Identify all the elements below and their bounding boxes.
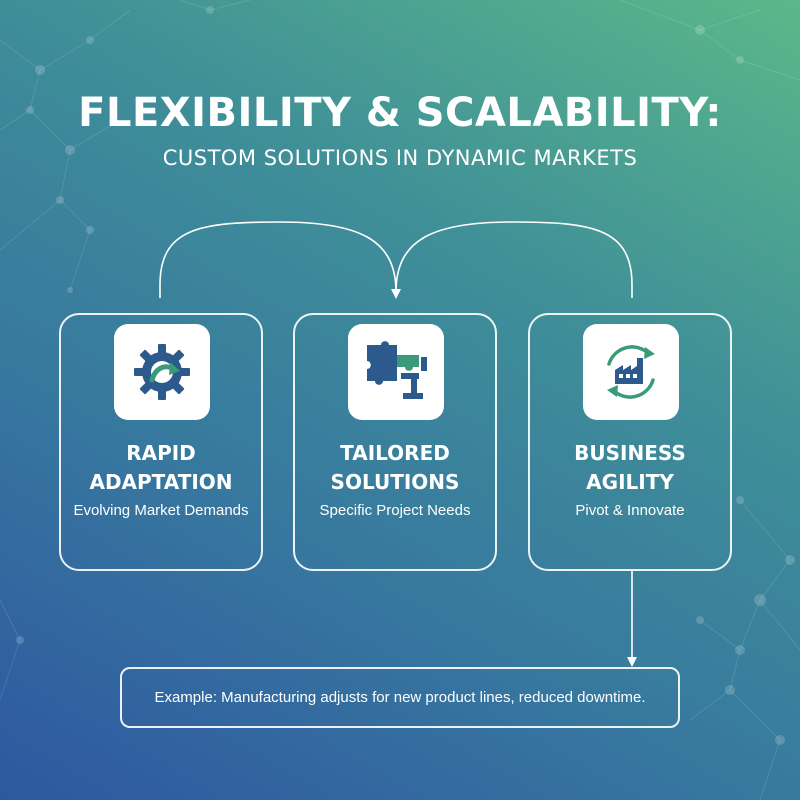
card-title-line1: RAPID	[126, 441, 196, 465]
page-title: FLEXIBILITY & SCALABILITY:	[78, 90, 722, 136]
card-subtitle: Evolving Market Demands	[73, 502, 249, 519]
card-title: BUSINESS AGILITY	[530, 439, 730, 497]
card-title-line1: TAILORED	[340, 441, 450, 465]
card-title-line2: SOLUTIONS	[330, 470, 460, 494]
card-title-line2: AGILITY	[586, 470, 674, 494]
card-subtitle: Specific Project Needs	[319, 502, 471, 519]
example-box: Example: Manufacturing adjusts for new p…	[120, 667, 680, 728]
card-title: RAPID ADAPTATION	[61, 439, 261, 497]
factory-cycle-icon	[607, 345, 655, 399]
card-tailored-solutions: TAILORED SOLUTIONS Specific Project Need…	[293, 313, 497, 571]
icon-tile	[583, 324, 679, 420]
icon-tile	[348, 324, 444, 420]
card-subtitle: Pivot & Innovate	[575, 502, 685, 519]
gear-cycle-icon	[134, 344, 190, 400]
card-business-agility: BUSINESS AGILITY Pivot & Innovate	[528, 313, 732, 571]
puzzle-tools-icon	[367, 341, 427, 399]
card-title: TAILORED SOLUTIONS	[295, 439, 495, 497]
example-text: Example: Manufacturing adjusts for new p…	[154, 689, 646, 706]
page-subtitle: CUSTOM SOLUTIONS IN DYNAMIC MARKETS	[162, 146, 638, 170]
card-rapid-adaptation: RAPID ADAPTATION Evolving Market Demands	[59, 313, 263, 571]
icon-tile	[114, 324, 210, 420]
card-title-line2: ADAPTATION	[89, 470, 233, 494]
card-title-line1: BUSINESS	[574, 441, 686, 465]
